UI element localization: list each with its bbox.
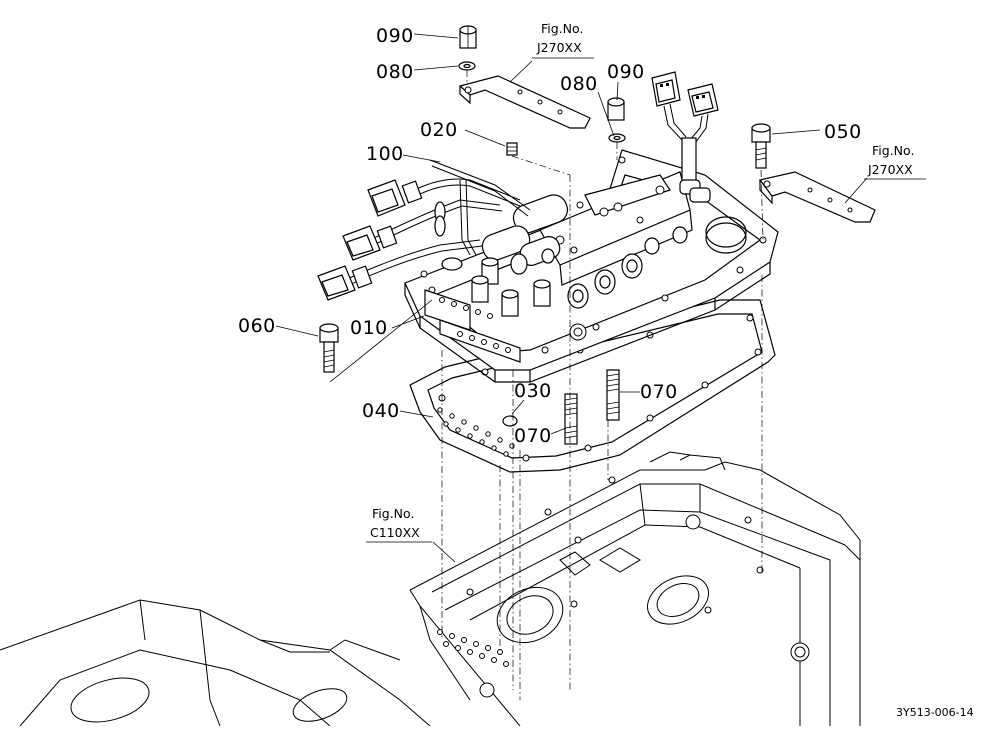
- part-label-090-right: 090: [607, 61, 645, 83]
- part-label-030: 030: [514, 380, 552, 402]
- part-label-100: 100: [366, 143, 404, 165]
- part-label-070-left: 070: [514, 425, 552, 447]
- figure-ref-bottom: Fig.No. C110XX: [366, 506, 432, 543]
- upper-harness-connectors: [651, 71, 719, 203]
- part-label-050: 050: [824, 121, 862, 143]
- bolt-050: [751, 123, 771, 169]
- washer-080-top: [458, 61, 476, 71]
- bracket-top: [458, 75, 591, 129]
- part-label-060: 060: [238, 315, 276, 337]
- part-label-010: 010: [350, 317, 388, 339]
- bracket-right: [758, 171, 876, 223]
- figure-ref-bottom-title: Fig.No.: [372, 506, 414, 521]
- leader-lines: [275, 33, 868, 563]
- part-label-080-right: 080: [560, 73, 598, 95]
- figure-ref-top: Fig.No. J270XX: [532, 21, 594, 59]
- solenoid-valves: [471, 194, 688, 317]
- washer-080-right: [608, 133, 626, 143]
- stud-bolt-070-right: [606, 369, 620, 421]
- figure-ref-top-number: J270XX: [536, 40, 582, 55]
- assembly-center-lines: [329, 70, 764, 700]
- part-label-090-top: 090: [376, 25, 414, 47]
- nut-090-right: [607, 97, 625, 121]
- part-label-040: 040: [362, 400, 400, 422]
- stud-bolt-070-left: [564, 393, 578, 445]
- figure-ref-right: Fig.No. J270XX: [864, 143, 926, 180]
- figure-ref-top-title: Fig.No.: [541, 21, 583, 36]
- transmission-case: [0, 451, 861, 727]
- drawing-code: 3Y513-006-14: [896, 706, 974, 719]
- figure-ref-right-number: J270XX: [867, 162, 913, 177]
- wire-harness-100: [317, 159, 531, 301]
- part-label-070-right: 070: [640, 381, 678, 403]
- part-label-080-top: 080: [376, 61, 414, 83]
- figure-ref-right-title: Fig.No.: [872, 143, 914, 158]
- o-ring-030: [502, 415, 518, 427]
- valve-plate-010: [404, 149, 779, 383]
- part-label-020: 020: [420, 119, 458, 141]
- bolt-060: [319, 323, 339, 373]
- nut-090-top: [459, 25, 477, 49]
- plug-020: [506, 142, 518, 156]
- figure-ref-bottom-number: C110XX: [370, 525, 420, 540]
